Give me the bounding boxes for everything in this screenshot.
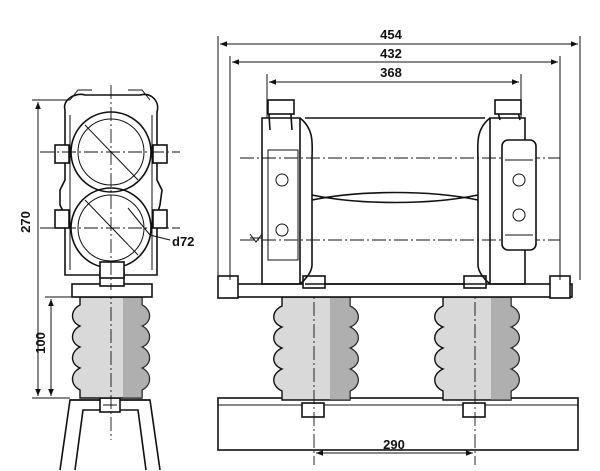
- dim-label-290: 290: [383, 437, 405, 452]
- front-base-beam: [217, 397, 579, 451]
- dim-label-368: 368: [380, 65, 402, 80]
- front-insulator-right: [434, 280, 520, 465]
- right-contact-bracket: [489, 99, 537, 285]
- dim-100: 100: [33, 296, 80, 396]
- left-contact-bracket: [249, 99, 301, 285]
- base-bolt-right: [462, 402, 486, 418]
- front-insulator-left: [273, 280, 359, 465]
- base-bolt-left: [301, 402, 325, 418]
- dim-454: 454: [217, 27, 581, 280]
- dim-290: 290: [316, 437, 473, 456]
- dim-368: 368: [266, 65, 522, 118]
- front-top-plate: [221, 283, 573, 298]
- dim-label-d72: d72: [172, 234, 194, 249]
- plate-nut-left: [217, 275, 239, 299]
- dim-label-270: 270: [18, 211, 33, 233]
- front-view: 454 432 368 290: [217, 27, 581, 465]
- side-insulator: [71, 285, 151, 440]
- dim-label-454: 454: [380, 27, 402, 42]
- side-fuse-holder: [40, 85, 180, 290]
- dim-270: 270: [18, 99, 70, 399]
- dim-432: 432: [229, 46, 561, 280]
- side-base-bracket: [59, 397, 161, 471]
- dim-label-100: 100: [33, 332, 48, 354]
- side-view: 270 100 d72: [18, 85, 194, 471]
- dim-label-432: 432: [380, 46, 402, 61]
